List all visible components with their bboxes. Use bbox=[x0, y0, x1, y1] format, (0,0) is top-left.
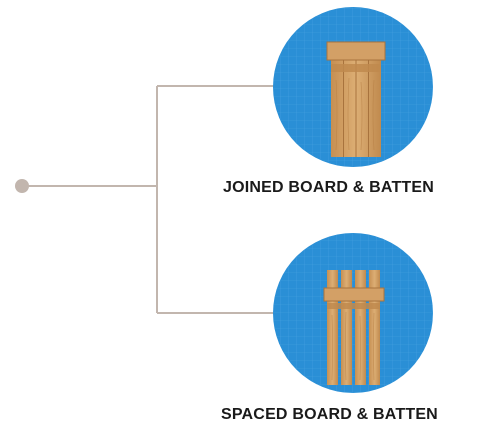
spaced-grid-texture bbox=[273, 233, 433, 393]
joined-board-batten-label: JOINED BOARD & BATTEN bbox=[223, 179, 435, 196]
joined-board-batten-shutter-icon bbox=[326, 41, 386, 157]
spaced-board-batten-shutter-icon bbox=[323, 270, 385, 385]
connector-origin-dot bbox=[15, 179, 29, 193]
option-joined[interactable] bbox=[273, 7, 433, 167]
spaced-board-batten-label: SPACED BOARD & BATTEN bbox=[221, 406, 438, 423]
connector-lines bbox=[22, 85, 275, 314]
option-spaced[interactable] bbox=[273, 233, 433, 393]
